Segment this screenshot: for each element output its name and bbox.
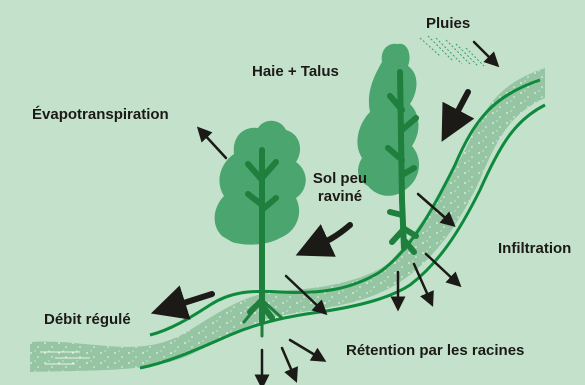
label-retention: Rétention par les racines [346, 342, 524, 360]
root-arrow-4 [290, 340, 320, 358]
evapo-arrow [202, 132, 226, 158]
runoff-arrow-middle [312, 225, 350, 248]
rain-hatch [420, 36, 484, 66]
runoff-arrow-top [450, 92, 468, 126]
label-evapotranspiration: Évapotranspiration [32, 106, 169, 124]
hedge-tree [357, 44, 419, 252]
label-hedge: Haie + Talus [252, 63, 339, 81]
label-soil-line2: raviné [300, 188, 380, 206]
label-rain: Pluies [426, 15, 470, 33]
root-arrow-5 [282, 348, 294, 376]
label-soil: Sol peu raviné [300, 170, 380, 206]
label-flow: Débit régulé [44, 311, 131, 329]
rain-arrow [474, 42, 494, 62]
label-infiltration: Infiltration [498, 240, 571, 258]
runoff-arrow-bottom [168, 294, 212, 308]
label-soil-line1: Sol peu [300, 170, 380, 188]
